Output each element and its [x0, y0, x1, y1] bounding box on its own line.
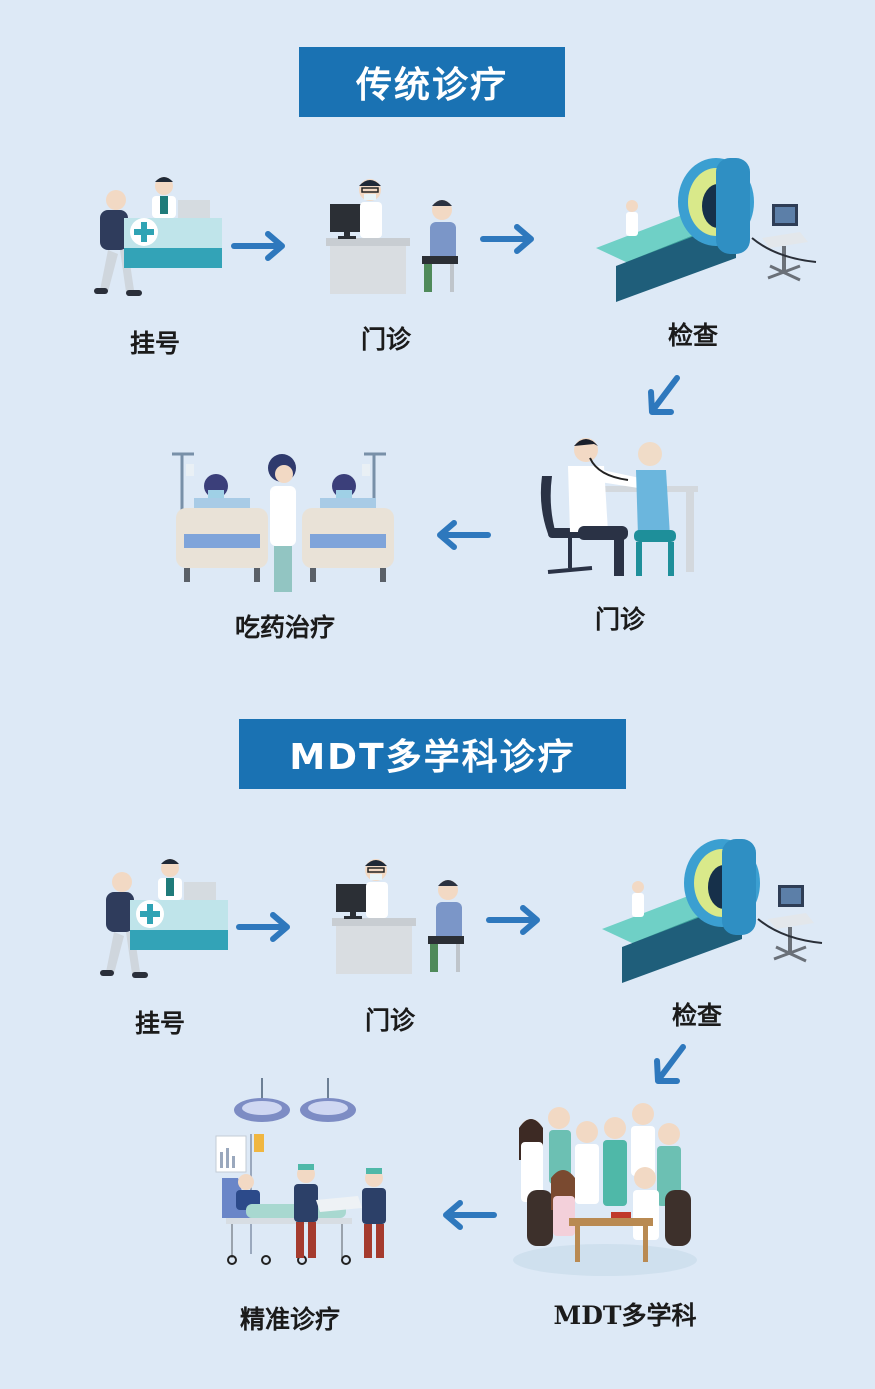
- doctor-consultation-icon: [325, 176, 466, 300]
- arrow-right-icon: [487, 906, 543, 936]
- step-label-followup-consultation: 门诊: [594, 605, 645, 634]
- ct-scanner-icon: [600, 837, 832, 987]
- arrow-right-icon: [481, 225, 537, 255]
- section-title-text: 传统诊疗: [355, 65, 508, 106]
- arrow-left-icon: [436, 521, 492, 551]
- step-label-examination: 检查: [671, 1001, 722, 1030]
- step-label-medication: 吃药治疗: [234, 613, 335, 642]
- step-label-precision-treatment: 精准诊疗: [239, 1305, 340, 1334]
- step-label-mdt: MDT多学科: [553, 1301, 697, 1330]
- step-label-examination: 检查: [667, 321, 718, 350]
- surgery-room-icon: [215, 1077, 396, 1272]
- mdt-team-icon: [513, 1100, 705, 1284]
- stethoscope-exam-icon: [538, 436, 700, 585]
- registration-desk-icon: [92, 852, 232, 986]
- arrow-left-icon: [442, 1201, 498, 1231]
- hospital-ward-icon: [170, 450, 396, 594]
- step-label-consultation: 门诊: [360, 325, 411, 354]
- step-label-consultation: 门诊: [364, 1006, 415, 1035]
- section-title-traditional: 传统诊疗: [299, 47, 565, 117]
- section-title-mdt: MDT多学科诊疗: [239, 719, 626, 789]
- ct-scanner-icon: [594, 156, 826, 306]
- arrow-down-left-icon: [647, 376, 683, 416]
- step-label-registration: 挂号: [129, 329, 180, 358]
- doctor-consultation-icon: [331, 856, 472, 980]
- arrow-down-left-icon: [653, 1045, 689, 1085]
- arrow-right-icon: [237, 913, 293, 943]
- section-title-text: MDT多学科诊疗: [289, 737, 576, 778]
- arrow-right-icon: [232, 232, 288, 262]
- registration-desk-icon: [86, 170, 226, 304]
- step-label-registration: 挂号: [134, 1009, 185, 1038]
